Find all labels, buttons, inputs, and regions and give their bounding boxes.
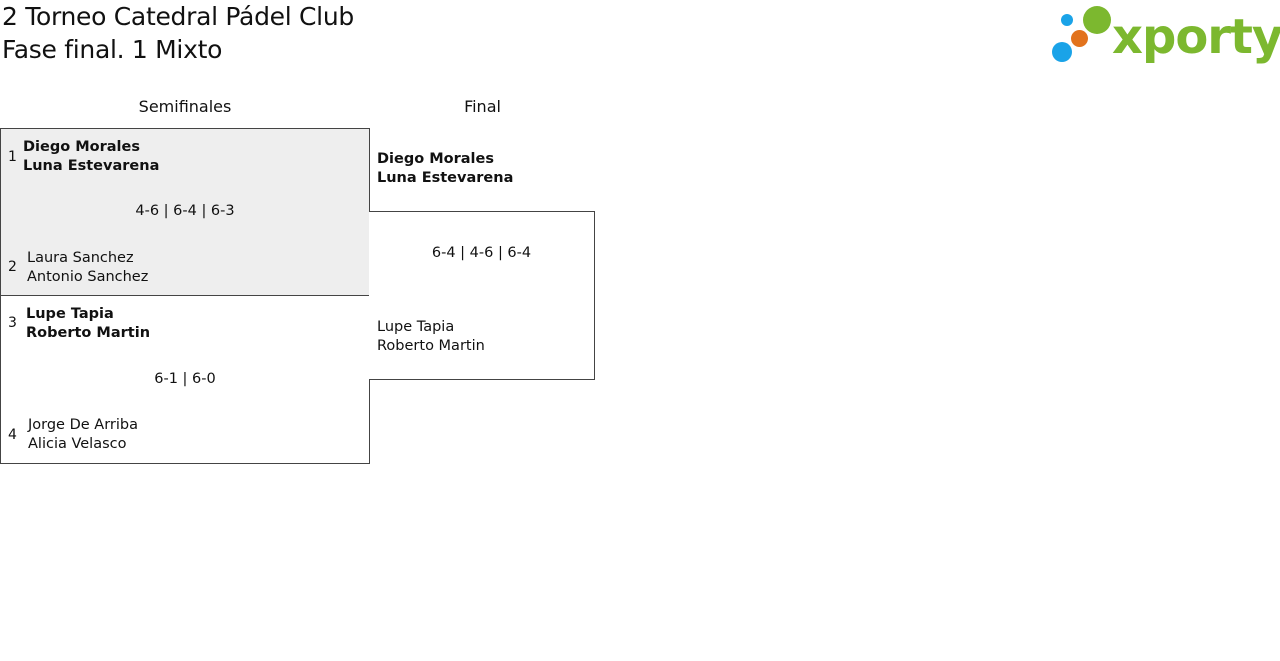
player-name: Alicia Velasco [28, 436, 127, 452]
seed-number: 3 [8, 315, 17, 331]
player-name: Antonio Sanchez [27, 269, 149, 285]
team-loser: Jorge De Arriba Alicia Velasco [28, 416, 138, 454]
tournament-title: 2 Torneo Catedral Pádel Club [2, 2, 354, 31]
match-score: 4-6 | 6-4 | 6-3 [135, 203, 235, 219]
final-team-runner-up: Lupe Tapia Roberto Martin [377, 318, 485, 356]
player-name: Diego Morales [377, 151, 494, 167]
player-name: Luna Estevarena [377, 170, 514, 186]
logo-dot-blue-small [1061, 14, 1073, 26]
team-winner: Diego Morales Luna Estevarena [23, 138, 159, 176]
player-name: Roberto Martin [377, 338, 485, 354]
player-name: Diego Morales [23, 139, 140, 155]
seed-number: 2 [8, 259, 17, 275]
logo-dot-green [1083, 6, 1111, 34]
match-score: 6-4 | 4-6 | 6-4 [431, 245, 532, 261]
semifinal-match-2[interactable]: 3 Lupe Tapia Roberto Martin 6-1 | 6-0 4 … [0, 295, 370, 464]
player-name: Roberto Martin [26, 325, 151, 341]
player-name: Laura Sanchez [27, 250, 134, 266]
final-match[interactable]: 6-4 | 4-6 | 6-4 Lupe Tapia Roberto Marti… [369, 211, 595, 380]
logo-wordmark: xporty [1112, 9, 1280, 65]
round-title-final: Final [464, 97, 501, 116]
player-name: Lupe Tapia [26, 306, 114, 322]
category-subtitle: Fase final. 1 Mixto [2, 35, 223, 64]
xporty-logo[interactable]: xporty [1052, 4, 1280, 66]
team-loser: Laura Sanchez Antonio Sanchez [27, 249, 148, 287]
logo-dot-orange [1071, 30, 1088, 47]
seed-number: 4 [8, 427, 17, 443]
logo-dot-blue-large [1052, 42, 1072, 62]
match-score: 6-1 | 6-0 [154, 371, 216, 387]
player-name: Luna Estevarena [23, 158, 160, 174]
round-title-semifinals: Semifinales [138, 97, 232, 116]
team-winner: Lupe Tapia Roberto Martin [26, 305, 150, 343]
player-name: Jorge De Arriba [28, 417, 138, 433]
semifinal-match-1[interactable]: 1 Diego Morales Luna Estevarena 4-6 | 6-… [0, 128, 370, 296]
seed-number: 1 [8, 149, 17, 165]
player-name: Lupe Tapia [377, 319, 455, 335]
final-team-winner: Diego Morales Luna Estevarena [377, 150, 513, 188]
